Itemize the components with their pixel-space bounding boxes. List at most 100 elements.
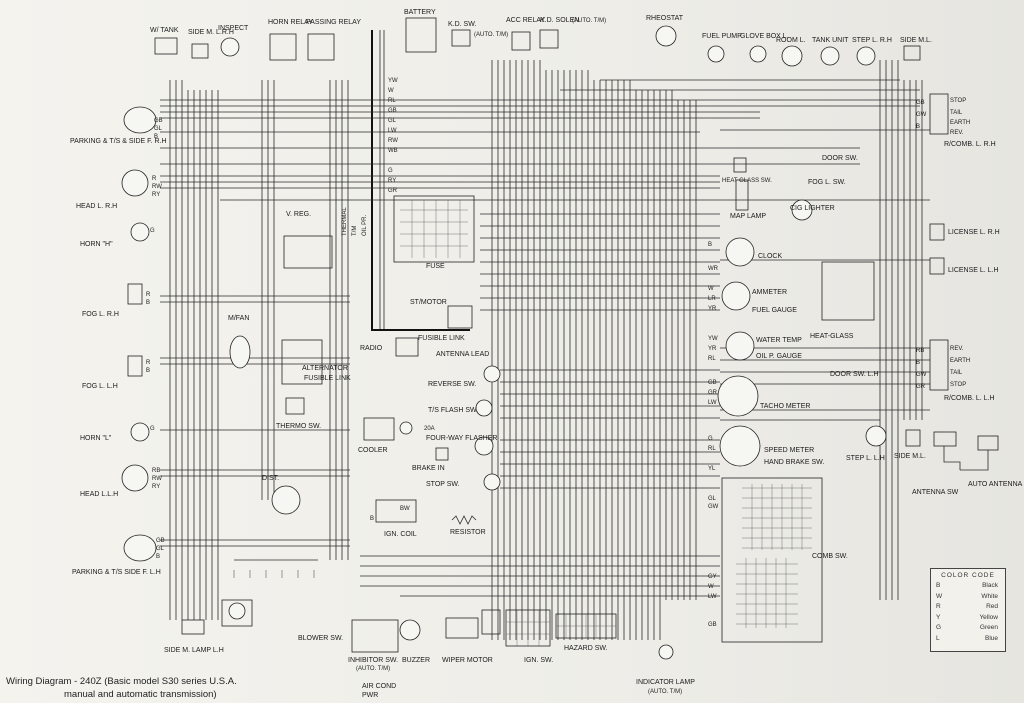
horn-l (130, 422, 150, 442)
label-reverse-sw: REVERSE SW. (428, 381, 476, 388)
horn-relay-box (269, 33, 297, 61)
label-battery: BATTERY (404, 9, 436, 16)
label-fuse: FUSE (426, 263, 445, 270)
color-code-row: Y Yellow (936, 613, 1000, 624)
stb-lock-box (481, 609, 501, 635)
side-marker-lamp-lh (181, 619, 205, 635)
label-tm: T/M (352, 226, 358, 236)
label-rev-lh: REV. (950, 346, 964, 352)
color-code-row: W White (936, 592, 1000, 603)
label-speed-meter: SPEED METER (764, 447, 814, 454)
label-kd-solen: K.D. SOLEN (540, 17, 579, 24)
label-hazard-sw: HAZARD SW. (564, 645, 608, 652)
wire-code: RL (708, 446, 716, 452)
wire-code: B (156, 554, 160, 560)
harness-bundle (169, 30, 923, 640)
tank-unit (820, 46, 840, 66)
label-stop-rh: STOP (950, 98, 966, 104)
wire-code: RB (152, 468, 160, 474)
label-heat-glass-sw: HEAT GLASS SW. (722, 178, 772, 184)
color-code-name: Yellow (979, 613, 998, 621)
wire-code: YW (708, 336, 718, 342)
color-code-letter: L (936, 634, 940, 642)
label-resistor: RESISTOR (450, 529, 486, 536)
label-v-reg: V. REG. (286, 211, 311, 218)
label-horn-l: HORN "L" (80, 435, 112, 442)
kd-switch-box (451, 29, 471, 47)
label-clock: CLOCK (758, 253, 782, 260)
label-radio: RADIO (360, 345, 383, 352)
label-rev-rh: REV. (950, 130, 964, 136)
label-tank-unit: TANK UNIT (812, 37, 849, 44)
label-cig-lighter: CIG LIGHTER (790, 205, 835, 212)
label-side-m-lamp-lh: SIDE M. LAMP L.H (164, 647, 224, 654)
color-code-name: Black (982, 582, 998, 589)
parking-lamp-rh (123, 106, 157, 134)
tachometer (717, 375, 759, 417)
speedometer (719, 425, 761, 467)
starter-motor (447, 305, 473, 329)
wire-code: GW (708, 504, 719, 510)
color-code-name: Green (979, 624, 998, 631)
label-oil-p-gauge: OIL P. GAUGE (756, 353, 802, 360)
color-code-name: White (981, 592, 998, 600)
wire-code-labels: GB GL B R RW RY G R B R B G RB RW RY GB … (146, 78, 927, 628)
kd-solenoid-box (539, 29, 559, 49)
label-kd-sw-note: (AUTO. T/M) (474, 32, 508, 38)
ignition-coil-box (375, 499, 417, 523)
r-comb-rh-box (929, 93, 949, 135)
color-code-letter: W (936, 592, 943, 600)
wire-code: LW (708, 594, 717, 600)
label-side-m-l-top: SIDE M.L. (900, 37, 932, 44)
label-kd-solen-note: (AUTO. T/M) (572, 18, 606, 24)
stop-switch (483, 473, 501, 491)
label-dist: DIST. (262, 475, 279, 482)
color-code-letter: Y (936, 613, 941, 621)
label-brake-in: BRAKE IN (412, 465, 445, 472)
wire-code: LW (708, 400, 717, 406)
label-license-lh: LICENSE L. L.H (948, 267, 999, 274)
wire-code: W (388, 88, 394, 94)
caption-line-1: Wiring Diagram - 240Z (Basic model S30 s… (6, 676, 237, 687)
cooler-switch (399, 421, 413, 435)
head-lamp-lh (121, 464, 149, 492)
glove-box-lamp (749, 45, 767, 63)
wire-code: GB (916, 100, 925, 106)
battery-box (405, 17, 437, 53)
wire-code: GR (388, 188, 398, 194)
label-fuel-gauge: FUEL GAUGE (752, 307, 797, 314)
wire-code: RW (388, 138, 398, 144)
inspect-lamp (220, 37, 240, 57)
label-buzzer: BUZZER (402, 657, 430, 664)
fuse-rating: 20A (424, 426, 435, 432)
comb-switch-box (721, 477, 823, 643)
wire-code: GB (388, 108, 397, 114)
wire-code: YR (708, 346, 717, 352)
spark-plugs (233, 559, 318, 578)
wire-code: GB (154, 118, 163, 124)
wire-code: GY (708, 574, 717, 580)
label-w-tank: W/ TANK (150, 27, 179, 34)
label-comb-sw: COMB SW. (812, 553, 848, 560)
r-comb-lh-box (929, 339, 949, 391)
label-fog-rh: FOG L. R.H (82, 311, 119, 318)
label-inhibitor-note: (AUTO. T/M) (356, 666, 390, 672)
wire-code: GR (708, 390, 718, 396)
wire-code: BW (400, 506, 410, 512)
antenna-wiring (943, 446, 989, 471)
wire-code: W (708, 286, 714, 292)
wire-code: G (150, 426, 155, 432)
label-glove-box: GLOVE BOX L. (740, 33, 789, 40)
label-stop-lh: STOP (950, 382, 966, 388)
fuse-cells (400, 200, 468, 258)
caption: Wiring Diagram - 240Z (Basic model S30 s… (6, 676, 237, 700)
left-components (121, 33, 335, 635)
color-code-letter: B (936, 582, 941, 589)
wire-code: RW (152, 476, 162, 482)
rheostat (655, 25, 677, 47)
label-fuel-pump: FUEL PUMP (702, 33, 742, 40)
label-heat-glass: HEAT-GLASS (810, 333, 854, 340)
thermo-switch-box (285, 397, 305, 415)
